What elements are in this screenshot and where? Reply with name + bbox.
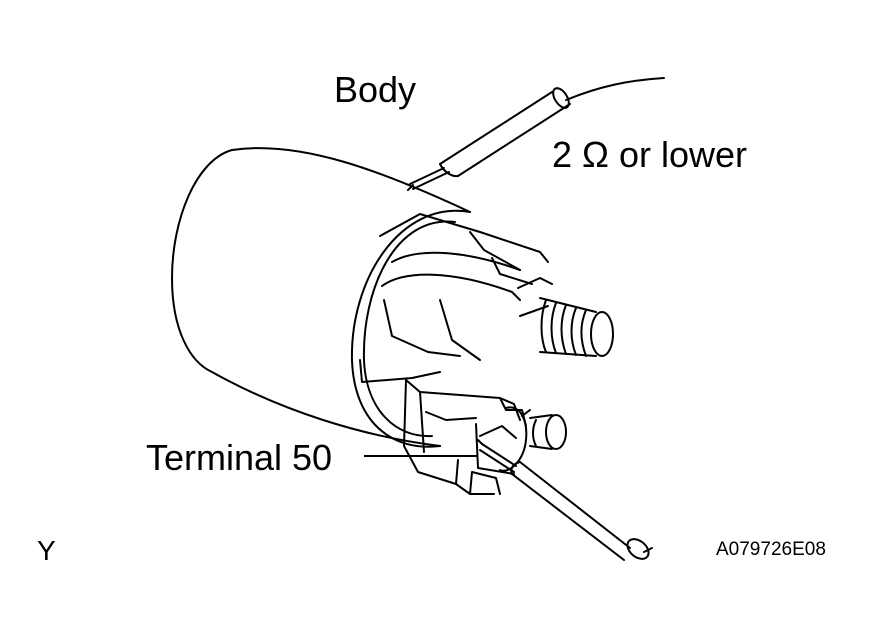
figure-code-label: A079726E08 bbox=[716, 539, 826, 560]
starter-solenoid-icon bbox=[172, 148, 613, 494]
probe-bottom-icon bbox=[478, 440, 652, 563]
view-indicator-label: Y bbox=[37, 535, 56, 566]
terminal-50-label: Terminal 50 bbox=[146, 437, 333, 478]
resistance-spec-label: 2 Ω or lower bbox=[552, 134, 747, 175]
body-label: Body bbox=[334, 69, 417, 110]
probe-top-icon bbox=[408, 78, 664, 190]
